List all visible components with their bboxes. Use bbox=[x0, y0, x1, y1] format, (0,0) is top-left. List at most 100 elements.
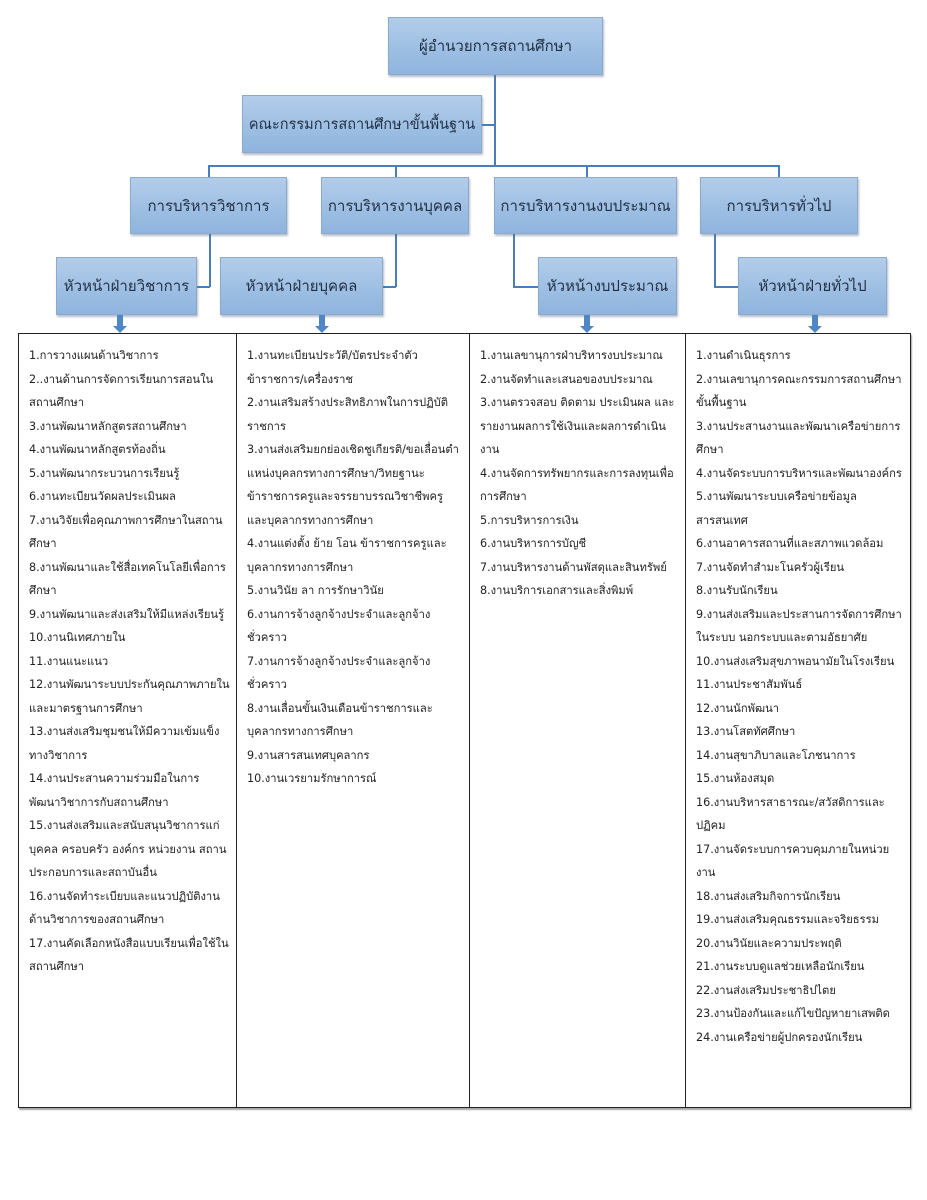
task-list: 1.งานดำเนินธุรการ 2.งานเลขานุการคณะกรรมกา… bbox=[696, 344, 904, 1049]
task-column-personnel: 1.งานทะเบียนประวัติ/บัตรประจำตัวข้าราชกา… bbox=[237, 334, 470, 1107]
task-item: 14.งานสุขาภิบาลและโภชนาการ bbox=[696, 748, 856, 762]
task-item: 7.งานวิจัยเพื่อคุณภาพการศึกษาในสถานศึกษา bbox=[29, 513, 223, 551]
task-item: 7.งานการจ้างลูกจ้างประจำและลูกจ้างชั่วคร… bbox=[247, 654, 431, 692]
task-item: 19.งานส่งเสริมคุณธรรมและจริยธรรม bbox=[696, 913, 880, 926]
task-column-academic: 1.การวางแผนด้านวิชาการ 2..งานด้านการจัดกา… bbox=[19, 334, 237, 1107]
task-item: 15.งานส่งเสริมและสนับสนุนวิชาการแก่บุคคล… bbox=[29, 819, 227, 879]
task-item: 15.งานห้องสมุด bbox=[696, 772, 775, 785]
connector-budget-head bbox=[513, 234, 515, 287]
task-item: 5.การบริหารการเงิน bbox=[480, 513, 579, 527]
connector-academic-head-h bbox=[197, 286, 210, 288]
committee-label: คณะกรรมการสถานศึกษาขั้นพื้นฐาน bbox=[248, 116, 476, 133]
task-item: 1.งานดำเนินธุรการ bbox=[696, 349, 791, 362]
task-item: 4.งานจัดการทรัพยากรและการลงทุนเพื่อการศึ… bbox=[480, 466, 674, 504]
task-item: 10.งานนิเทศภายใน bbox=[29, 631, 126, 644]
task-item: 7.งานจัดทำสำมะโนครัวผู้เรียน bbox=[696, 560, 845, 574]
task-item: 3.งานพัฒนาหลักสูตรสถานศึกษา bbox=[29, 419, 187, 433]
connector-budget-head-h bbox=[513, 286, 539, 288]
head-label: หัวหน้าฝ่ายทั่วไป bbox=[758, 277, 867, 295]
task-list: 1.การวางแผนด้านวิชาการ 2..งานด้านการจัดกา… bbox=[29, 344, 230, 979]
task-item: 16.งานจัดทำระเบียบและแนวปฏิบัติงานด้านวิ… bbox=[29, 889, 220, 927]
task-item: 6.งานการจ้างลูกจ้างประจำและลูกจ้างชั่วคร… bbox=[247, 607, 431, 645]
task-item: 13.งานโสตทัศศึกษา bbox=[696, 725, 796, 738]
task-item: 14.งานประสานความร่วมมือในการพัฒนาวิชาการ… bbox=[29, 772, 200, 809]
head-box-budget: หัวหน้างบประมาณ bbox=[538, 257, 677, 315]
task-item: 3.งานส่งเสริมยกย่องเชิดชูเกียรติ/ขอเลื่อ… bbox=[247, 443, 459, 527]
connector-personnel-head bbox=[395, 234, 397, 287]
task-item: 8.งานพัฒนาและใช้สื่อเทคโนโลยีเพื่อการศึก… bbox=[29, 560, 226, 598]
task-item: 11.งานประชาสัมพันธ์ bbox=[696, 678, 803, 691]
head-box-academic: หัวหน้าฝ่ายวิชาการ bbox=[56, 257, 197, 315]
connector-drop-academic bbox=[208, 165, 210, 177]
task-item: 3.งานตรวจสอบ ติดตาม ประเมินผล และรายงานผ… bbox=[480, 396, 675, 456]
connector-drop-general bbox=[778, 165, 780, 177]
task-item: 11.งานแนะแนว bbox=[29, 654, 109, 668]
task-table: 1.การวางแผนด้านวิชาการ 2..งานด้านการจัดกา… bbox=[18, 333, 911, 1108]
task-item: 2.งานจัดทำและเสนอของบประมาณ bbox=[480, 372, 653, 386]
connector-academic-head bbox=[209, 234, 211, 287]
head-label: หัวหน้าฝ่ายบุคคล bbox=[245, 277, 358, 295]
division-label: การบริหารวิชาการ bbox=[147, 196, 270, 215]
task-item: 10.งานส่งเสริมสุขภาพอนามัยในโรงเรียน bbox=[696, 654, 895, 668]
committee-box: คณะกรรมการสถานศึกษาขั้นพื้นฐาน bbox=[242, 95, 482, 153]
task-item: 8.งานรับนักเรียน bbox=[696, 584, 778, 597]
connector-committee bbox=[482, 124, 495, 126]
task-list: 1.งานทะเบียนประวัติ/บัตรประจำตัวข้าราชกา… bbox=[247, 344, 463, 791]
task-item: 17.งานจัดระบบการควบคุมภายในหน่วยงาน bbox=[696, 842, 890, 880]
task-item: 18.งานส่งเสริมกิจการนักเรียน bbox=[696, 889, 841, 903]
connector-drop-budget bbox=[586, 165, 588, 177]
division-box-budget: การบริหารงานงบประมาณ bbox=[494, 177, 677, 234]
task-item: 8.งานเลื่อนขั้นเงินเดือนข้าราชการและบุคล… bbox=[247, 701, 433, 739]
task-item: 10.งานเวรยามรักษาการณ์ bbox=[247, 772, 377, 785]
task-item: 24.งานเครือข่ายผู้ปกครองนักเรียน bbox=[696, 1030, 863, 1044]
division-box-personnel: การบริหารงานบุคคล bbox=[321, 177, 469, 234]
head-label: หัวหน้างบประมาณ bbox=[546, 277, 669, 295]
task-item: 2.งานเลขานุการคณะกรรมการสถานศึกษาขั้นพื้… bbox=[696, 372, 902, 410]
task-item: 9.งานส่งเสริมและประสานการจัดการศึกษาในระ… bbox=[696, 607, 902, 645]
task-item: 4.งานพัฒนาหลักสูตรท้องถิ่น bbox=[29, 443, 166, 456]
division-box-general: การบริหารทั่วไป bbox=[700, 177, 858, 234]
task-item: 2..งานด้านการจัดการเรียนการสอนในสถานศึกษ… bbox=[29, 372, 214, 410]
director-label: ผู้อำนวยการสถานศึกษา bbox=[418, 37, 573, 55]
task-item: 9.งานพัฒนาและส่งเสริมให้มีแหล่งเรียนรู้ bbox=[29, 607, 225, 621]
division-label: การบริหารงานงบประมาณ bbox=[500, 196, 671, 215]
task-item: 1.การวางแผนด้านวิชาการ bbox=[29, 349, 159, 362]
task-list: 1.งานเลขานุการฝ่าบริหารงบประมาณ 2.งานจัดท… bbox=[480, 344, 679, 603]
task-item: 3.งานประสานงานและพัฒนาเครือข่ายการศึกษา bbox=[696, 419, 901, 457]
task-item: 5.งานพัฒนาระบบเครือข่ายข้อมูลสารสนเทศ bbox=[696, 490, 857, 527]
task-item: 6.งานทะเบียนวัดผลประเมินผล bbox=[29, 490, 176, 503]
task-item: 5.งานวินัย ลา การรักษาวินัย bbox=[247, 584, 384, 597]
division-label: การบริหารงานบุคคล bbox=[327, 196, 463, 215]
task-column-budget: 1.งานเลขานุการฝ่าบริหารงบประมาณ 2.งานจัดท… bbox=[470, 334, 686, 1107]
head-label: หัวหน้าฝ่ายวิชาการ bbox=[63, 277, 190, 295]
division-box-academic: การบริหารวิชาการ bbox=[130, 177, 287, 234]
task-item: 2.งานเสริมสร้างประสิทธิภาพในการปฏิบัติรา… bbox=[247, 396, 449, 433]
task-item: 17.งานคัดเลือกหนังสือแบบเรียนเพื่อใช้ในส… bbox=[29, 936, 229, 974]
connector-drop-personnel bbox=[395, 165, 397, 177]
connector-horizontal-bus bbox=[208, 165, 779, 167]
task-item: 6.งานอาคารสถานที่และสภาพแวดล้อม bbox=[696, 537, 884, 550]
task-item: 5.งานพัฒนากระบวนการเรียนรู้ bbox=[29, 466, 180, 480]
task-item: 12.งานนักพัฒนา bbox=[696, 701, 780, 715]
head-box-personnel: หัวหน้าฝ่ายบุคคล bbox=[220, 257, 383, 315]
task-item: 6.งานบริหารการบัญชี bbox=[480, 537, 587, 550]
task-item: 13.งานส่งเสริมชุมชนให้มีความเข้มแข็งทางว… bbox=[29, 725, 220, 762]
connector-personnel-head-h bbox=[383, 286, 396, 288]
task-item: 8.งานบริการเอกสารและสิ่งพิมพ์ bbox=[480, 584, 634, 597]
task-item: 16.งานบริหารสาธารณะ/สวัสดิการและปฏิคม bbox=[696, 795, 885, 833]
head-box-general: หัวหน้าฝ่ายทั่วไป bbox=[738, 257, 887, 315]
director-box: ผู้อำนวยการสถานศึกษา bbox=[388, 17, 603, 75]
division-label: การบริหารทั่วไป bbox=[726, 196, 832, 215]
task-item: 9.งานสารสนเทศบุคลากร bbox=[247, 748, 370, 762]
task-item: 4.งานแต่งตั้ง ย้าย โอน ข้าราชการครูและบุ… bbox=[247, 537, 447, 574]
connector-general-head-h bbox=[714, 286, 739, 288]
task-item: 22.งานส่งเสริมประชาธิปไตย bbox=[696, 983, 836, 997]
task-column-general: 1.งานดำเนินธุรการ 2.งานเลขานุการคณะกรรมกา… bbox=[686, 334, 910, 1107]
connector-director-down bbox=[494, 75, 496, 166]
task-item: 12.งานพัฒนาระบบประกันคุณภาพภายในและมาตรฐ… bbox=[29, 678, 230, 715]
task-item: 23.งานป้องกันและแก้ไขปัญหายาเสพติด bbox=[696, 1007, 890, 1020]
connector-general-head bbox=[714, 234, 716, 287]
task-item: 20.งานวินัยและความประพฤติ bbox=[696, 936, 842, 950]
task-item: 1.งานเลขานุการฝ่าบริหารงบประมาณ bbox=[480, 349, 663, 362]
task-item: 7.งานบริหารงานด้านพัสดุและสินทรัพย์ bbox=[480, 560, 667, 574]
